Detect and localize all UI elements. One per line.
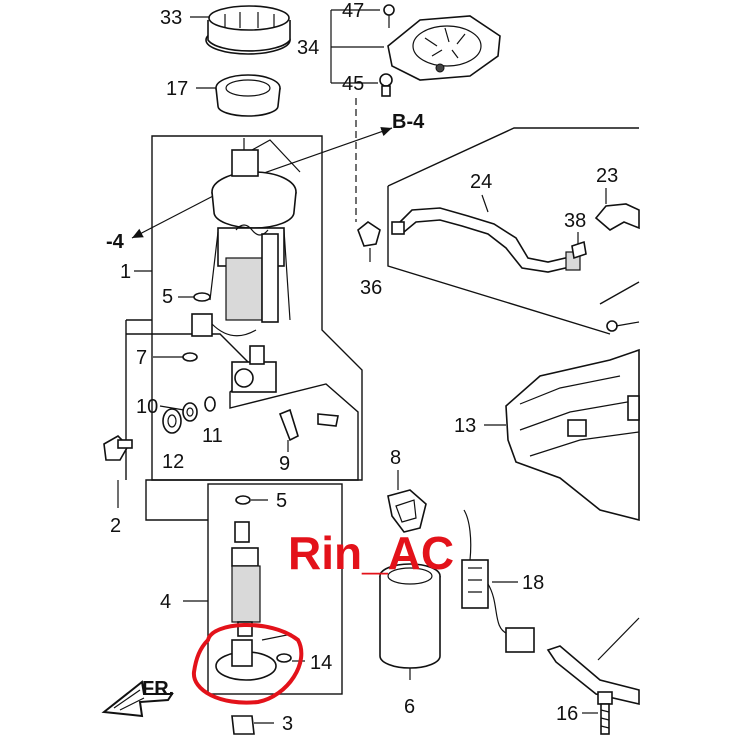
fitting-2 bbox=[103, 435, 133, 461]
gasket-17 bbox=[215, 74, 281, 117]
callout-38: 38 bbox=[564, 210, 586, 232]
clip-9 bbox=[278, 408, 339, 442]
highlight-circle bbox=[191, 622, 304, 705]
callout-9: 9 bbox=[279, 453, 290, 475]
callout-18: 18 bbox=[522, 572, 544, 594]
o-ring-5a bbox=[193, 292, 211, 302]
filter-14 bbox=[215, 633, 293, 681]
screw-47 bbox=[383, 4, 395, 28]
fuel-pump-4 bbox=[231, 521, 261, 637]
bracket-8 bbox=[387, 489, 427, 533]
callout-13: 13 bbox=[454, 415, 476, 437]
cover-34 bbox=[387, 15, 501, 81]
hose-24 bbox=[391, 207, 581, 273]
clip-3 bbox=[231, 715, 255, 735]
callout-2: 2 bbox=[110, 515, 121, 537]
o-ring-5b bbox=[235, 495, 251, 505]
frame-1-lower bbox=[126, 333, 359, 521]
filter-canister-6 bbox=[379, 563, 441, 669]
callout-7: 7 bbox=[136, 347, 147, 369]
fuel-pump-assembly-1 bbox=[191, 138, 301, 393]
washer-10 bbox=[182, 402, 198, 422]
callout-16: 16 bbox=[556, 703, 578, 725]
clamp-36 bbox=[357, 221, 381, 247]
bolt-16 bbox=[597, 691, 613, 735]
callout-12: 12 bbox=[162, 451, 184, 473]
ref-b4-top: B-4 bbox=[392, 111, 425, 133]
callout-6: 6 bbox=[404, 696, 415, 718]
frame-24-top bbox=[387, 127, 639, 187]
callout-1: 1 bbox=[120, 261, 131, 283]
callout-24: 24 bbox=[470, 171, 492, 193]
callout-8: 8 bbox=[390, 447, 401, 469]
grommet-45 bbox=[379, 73, 393, 97]
callout-10: 10 bbox=[136, 396, 158, 418]
callout-5a: 5 bbox=[162, 286, 173, 308]
fuel-tank-13 bbox=[505, 320, 640, 522]
connector-18 bbox=[461, 509, 535, 653]
callout-47: 47 bbox=[342, 0, 364, 22]
tank-strap bbox=[546, 617, 640, 706]
ref-b4-left: -4 bbox=[106, 231, 125, 253]
fr-direction-arrow: FR. bbox=[101, 678, 174, 718]
clamp-38 bbox=[571, 240, 587, 260]
callout-45: 45 bbox=[342, 73, 364, 95]
ring-12 bbox=[162, 408, 182, 434]
lock-ring-33 bbox=[205, 5, 291, 55]
hose-23 bbox=[594, 203, 640, 231]
callout-23: 23 bbox=[596, 165, 618, 187]
watermark-text: Rin_AC bbox=[288, 527, 454, 579]
callout-17: 17 bbox=[166, 78, 188, 100]
direction-label: FR. bbox=[142, 678, 174, 700]
callout-11: 11 bbox=[202, 425, 223, 447]
callout-4: 4 bbox=[160, 591, 171, 613]
callout-14: 14 bbox=[310, 652, 332, 674]
callout-34: 34 bbox=[297, 37, 319, 59]
callout-36: 36 bbox=[360, 277, 382, 299]
o-ring-7 bbox=[182, 352, 198, 362]
callout-33: 33 bbox=[160, 7, 182, 29]
ring-11 bbox=[204, 396, 216, 412]
callout-5b: 5 bbox=[276, 490, 287, 512]
callout-3: 3 bbox=[282, 713, 293, 735]
